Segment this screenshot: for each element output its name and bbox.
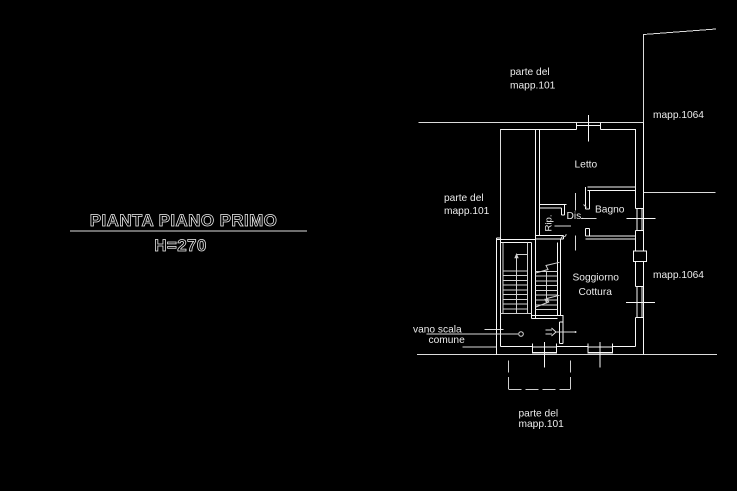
svg-text:vano scala: vano scala [413, 325, 462, 336]
svg-text:Bagno: Bagno [595, 205, 625, 216]
svg-text:H=270: H=270 [154, 236, 207, 255]
svg-text:Soggiorno: Soggiorno [573, 272, 620, 283]
svg-text:parte del: parte del [519, 408, 559, 419]
svg-text:PIANTA PIANO PRIMO: PIANTA PIANO PRIMO [90, 211, 278, 230]
svg-text:mapp.101: mapp.101 [444, 206, 490, 217]
svg-text:parte del: parte del [510, 67, 550, 78]
svg-text:mapp.1064: mapp.1064 [653, 110, 704, 121]
svg-text:mapp.1064: mapp.1064 [653, 270, 704, 281]
svg-text:Letto: Letto [575, 159, 598, 170]
svg-text:parte del: parte del [444, 193, 484, 204]
svg-text:comune: comune [429, 335, 466, 346]
svg-text:Dis.: Dis. [567, 211, 585, 222]
svg-text:Rip.: Rip. [543, 214, 554, 231]
svg-text:mapp.101: mapp.101 [510, 80, 556, 91]
svg-text:mapp.101: mapp.101 [519, 419, 565, 430]
svg-text:Cottura: Cottura [579, 287, 613, 298]
